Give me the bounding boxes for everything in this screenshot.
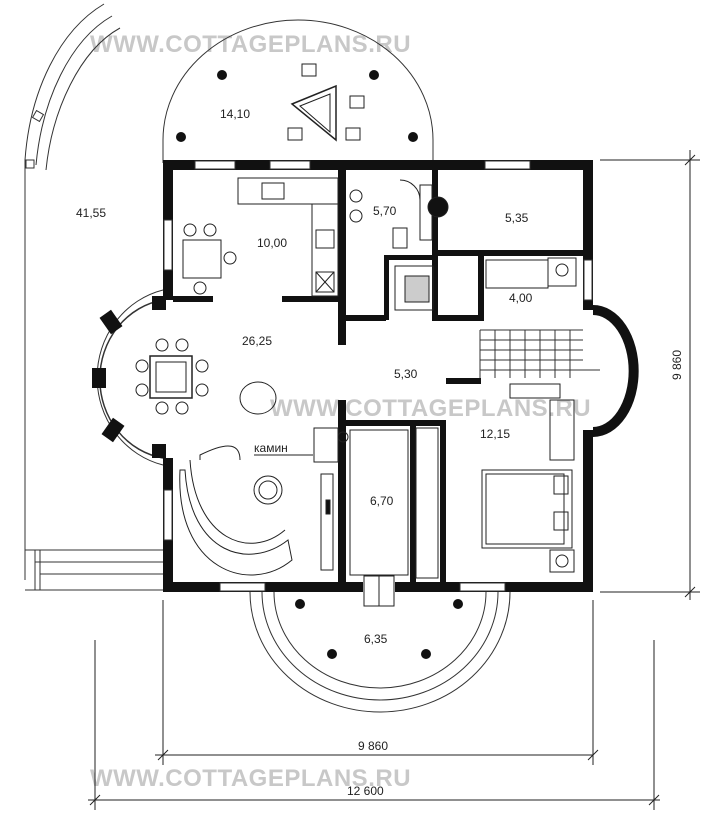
interior-walls bbox=[173, 170, 583, 582]
dimension-height: 9 860 bbox=[670, 350, 684, 380]
left-terrace bbox=[24, 3, 165, 591]
watermark-top: WWW.COTTAGEPLANS.RU bbox=[90, 31, 411, 58]
dimension-width-inner: 9 860 bbox=[358, 739, 388, 753]
living-furniture bbox=[179, 381, 349, 576]
room-area-terrace-left: 41,55 bbox=[76, 206, 106, 220]
room-area-terrace-top: 14,10 bbox=[220, 107, 250, 121]
watermark-bottom: WWW.COTTAGEPLANS.RU bbox=[90, 765, 411, 792]
wardrobe bbox=[349, 383, 575, 579]
room-area-bedroom: 12,15 bbox=[480, 427, 510, 441]
utility-fixtures bbox=[485, 257, 577, 289]
room-area-kitchen: 10,00 bbox=[257, 236, 287, 250]
room-area-hall: 5,30 bbox=[394, 367, 418, 381]
kitchen-furniture bbox=[182, 177, 339, 297]
dimension-lines bbox=[88, 150, 700, 810]
porch bbox=[249, 575, 511, 713]
bedroom-furniture bbox=[481, 469, 575, 573]
room-area-porch: 6,35 bbox=[364, 632, 388, 646]
dimension-width-total: 12 600 bbox=[347, 784, 384, 798]
stair-bay bbox=[479, 305, 639, 437]
dining-bay bbox=[92, 289, 209, 466]
fireplace-label: камин bbox=[254, 441, 288, 455]
room-area-living: 26,25 bbox=[242, 334, 272, 348]
watermark-middle: WWW.COTTAGEPLANS.RU bbox=[270, 395, 591, 422]
room-area-top-right: 5,35 bbox=[505, 211, 529, 225]
top-terrace bbox=[162, 19, 434, 163]
exterior-walls bbox=[163, 160, 593, 592]
room-area-utility: 4,00 bbox=[509, 291, 533, 305]
room-area-bath: 5,70 bbox=[373, 204, 397, 218]
room-area-corridor: 6,70 bbox=[370, 494, 394, 508]
bath-fixtures bbox=[349, 179, 449, 311]
